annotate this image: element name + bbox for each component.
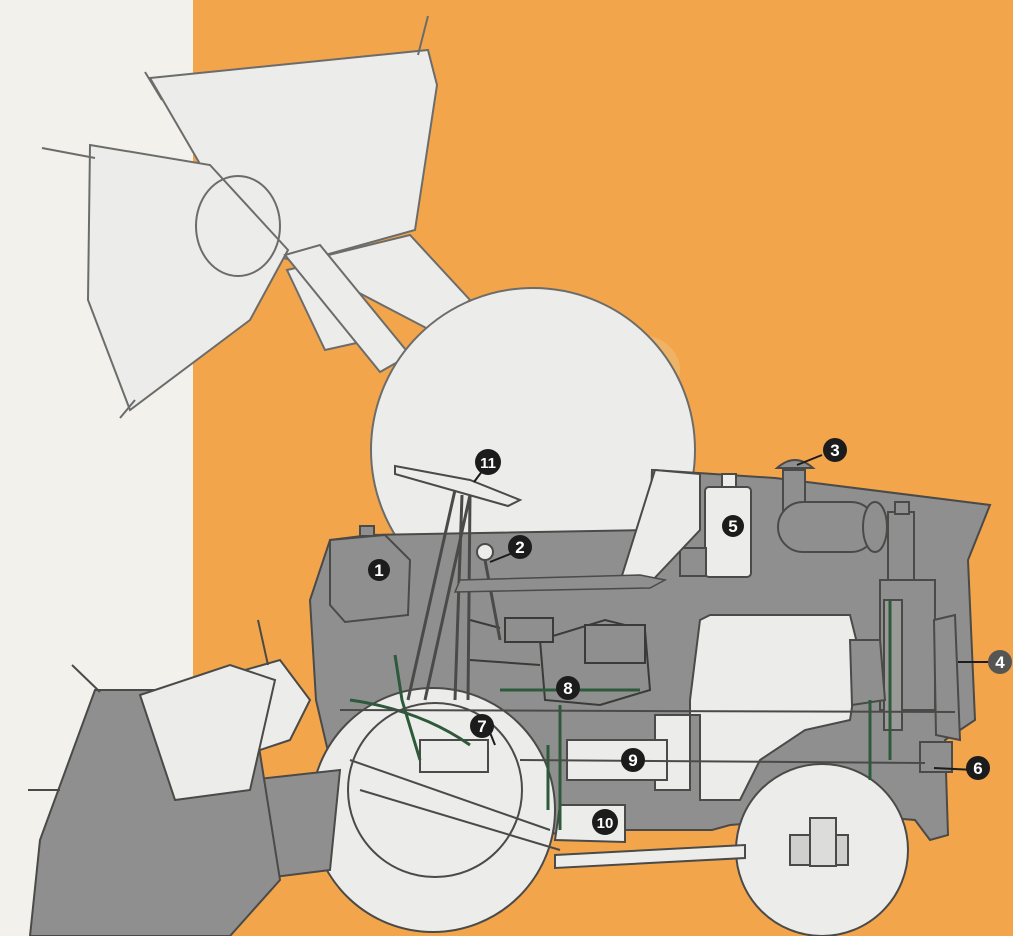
callout-label: 10 xyxy=(597,815,614,832)
callout-label: 8 xyxy=(563,679,572,698)
callout-label: 4 xyxy=(995,653,1005,672)
callout-2: 2 xyxy=(508,535,532,559)
callout-4: 4 xyxy=(988,650,1012,674)
callout-3: 3 xyxy=(823,438,847,462)
callout-5: 5 xyxy=(722,515,744,537)
callout-7: 7 xyxy=(470,714,494,738)
callout-10: 10 xyxy=(592,809,618,835)
callout-label: 5 xyxy=(728,517,737,536)
callout-6: 6 xyxy=(966,756,990,780)
callout-label: 9 xyxy=(628,751,637,770)
front-wheel xyxy=(736,764,908,936)
callout-label: 2 xyxy=(515,538,524,557)
callout-label: 11 xyxy=(480,455,496,472)
callout-label: 7 xyxy=(477,717,486,736)
callout-9: 9 xyxy=(621,748,645,772)
callout-11: 11 xyxy=(475,449,501,475)
callout-1: 1 xyxy=(368,559,390,581)
callout-label: 6 xyxy=(973,759,982,778)
callout-label: 1 xyxy=(374,561,383,580)
callout-8: 8 xyxy=(556,676,580,700)
callout-label: 3 xyxy=(830,441,839,460)
